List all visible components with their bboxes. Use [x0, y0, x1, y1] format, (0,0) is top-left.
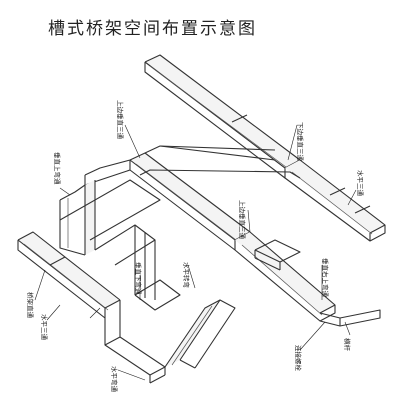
label-equal-tee: 水平转弯: [182, 262, 191, 289]
label-lower-vertical-elbow: 下边垂直三通: [296, 122, 305, 162]
label-plate: 横杆: [343, 338, 352, 352]
label-vertical-upper-elbow-right: 上边垂直三通: [238, 200, 247, 240]
label-horizontal-tee: 水平三通: [356, 170, 365, 197]
label-top-horizontal-elbow: 上边垂直三通: [116, 100, 125, 140]
tray-run-left: [59, 159, 161, 300]
label-bolts: 连接螺栓: [294, 345, 303, 372]
tray-run-top-right: [144, 54, 386, 242]
page-title: 槽式桥架空间布置示意图: [48, 19, 257, 39]
tray-run-middle: [129, 145, 381, 327]
tray-run-bottom-left: [17, 231, 236, 384]
leaders: [34, 124, 357, 381]
labels: 上边垂直三通 下边垂直三通 水平三通 上边垂直三通 垂直上弯通 垂直下弯通 水平…: [26, 100, 365, 393]
label-vertical-down-elbow: 垂直下弯通: [134, 262, 143, 295]
label-tray-straight: 桥架直通: [26, 292, 35, 319]
label-vertical-upper-elbow: 垂直上弯通: [53, 152, 62, 185]
label-cover: 垂直右上弯通: [321, 258, 330, 298]
label-horizontal-elbow: 水平三通: [40, 314, 49, 341]
label-horizontal-down-elbow: 水平弯通: [110, 366, 119, 393]
